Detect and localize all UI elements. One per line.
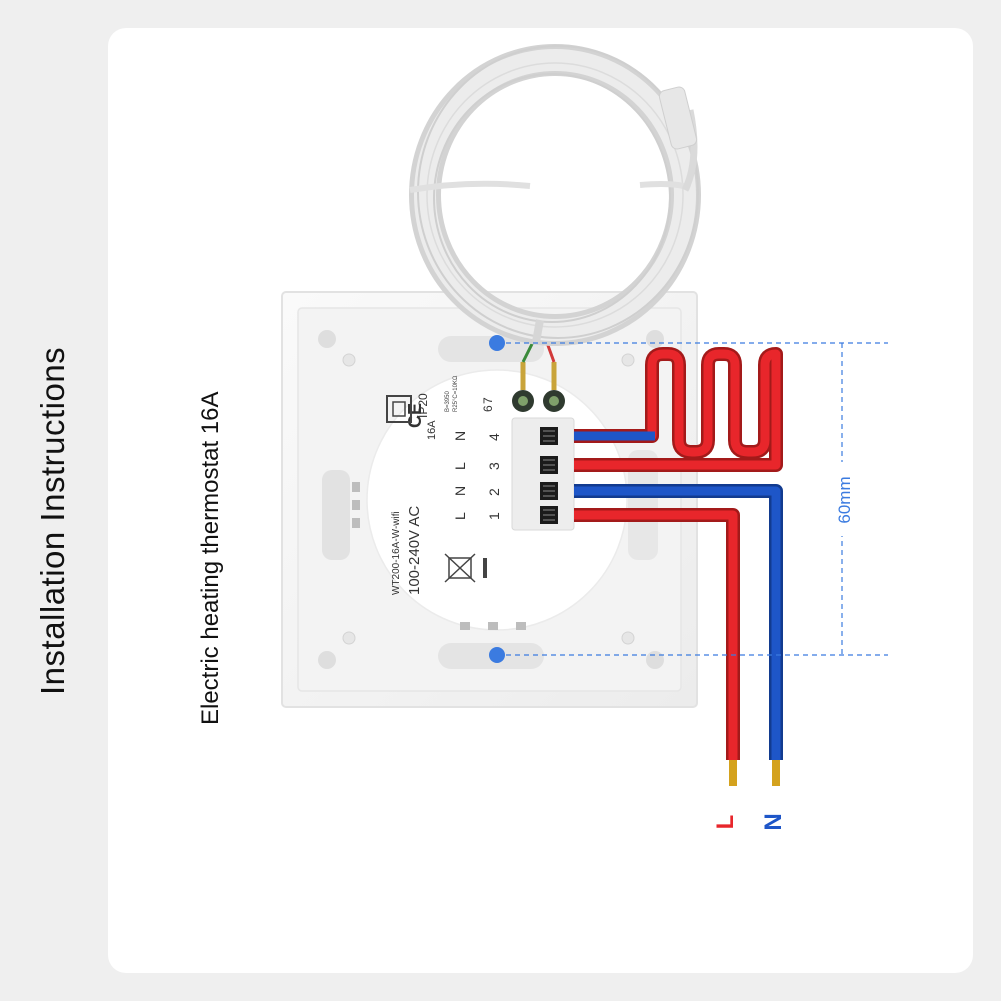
mounting-dimension: 60mm	[489, 335, 888, 663]
terminal-number: 4	[486, 433, 502, 441]
terminal-number: 2	[486, 488, 502, 496]
terminal-number: 3	[486, 462, 502, 470]
device-label: WT200-16A-W-wifi 100-240V AC 16A CE IP20…	[386, 375, 502, 595]
ip-rating-text: IP20	[416, 393, 430, 418]
mounting-hole-bottom	[489, 647, 505, 663]
double-insulation-icon	[386, 395, 412, 423]
thermostat-back-panel	[281, 291, 698, 708]
terminal-block	[511, 417, 575, 531]
neutral-supply-wire	[574, 486, 781, 760]
sensor-cable-coil	[409, 44, 701, 346]
terminal-letter: L	[452, 462, 468, 470]
model-text: WT200-16A-W-wifi	[391, 511, 402, 595]
live-supply-wire	[574, 510, 738, 760]
terminal-number: 1	[486, 512, 502, 520]
sensor-spec-2: R25°C=10KΩ	[453, 375, 459, 412]
neutral-wire-label: N	[760, 813, 787, 830]
terminal-letter: N	[452, 486, 468, 496]
weee-bin-icon	[444, 553, 487, 583]
sensor-terminal-number: 7	[481, 397, 495, 404]
sensor-spec-1: B=3950	[445, 390, 451, 412]
dimension-label: 60mm	[835, 476, 854, 523]
voltage-text: 100-240V AC	[406, 506, 423, 595]
terminal-letter: N	[452, 431, 468, 441]
neutral-wire-tip	[772, 760, 780, 786]
supply-wires: L N	[574, 484, 787, 831]
current-rating-text: 16A	[426, 420, 438, 440]
live-wire-label: L	[712, 815, 739, 830]
sensor-terminal-number: 6	[481, 405, 495, 412]
heating-element	[574, 347, 783, 472]
sensor-terminals	[512, 339, 565, 412]
live-wire-tip	[729, 760, 737, 786]
mounting-hole-top	[489, 335, 505, 351]
temperature-sensor-icon	[658, 86, 698, 150]
terminal-letter: L	[452, 512, 468, 520]
